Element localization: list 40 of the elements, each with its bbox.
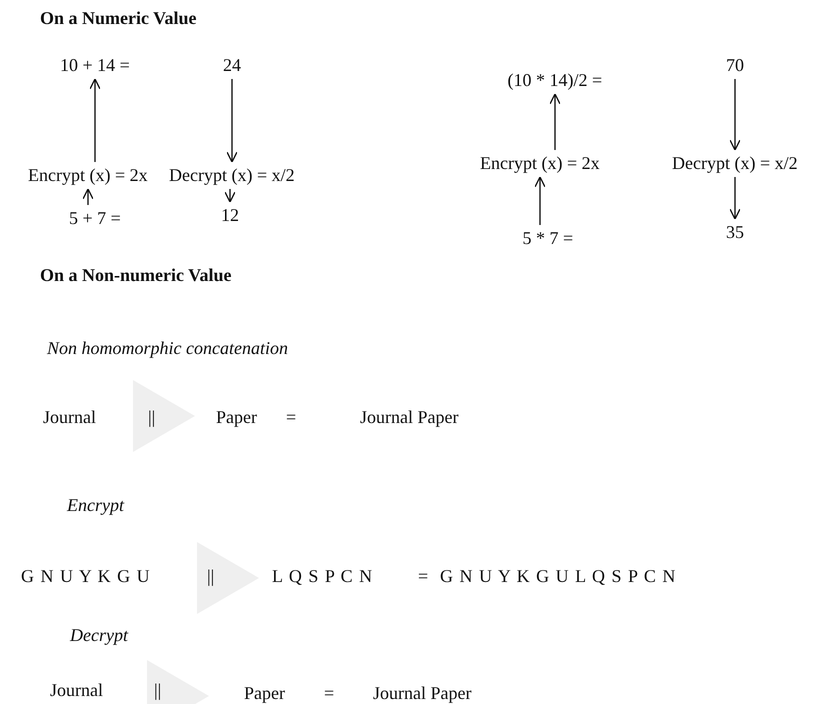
expression-text: 5 + 7 = [69, 208, 121, 229]
term-text: || [154, 680, 162, 701]
expression-text: Decrypt (x) = x/2 [169, 165, 295, 186]
caption-text: Decrypt [70, 625, 128, 646]
caption-text: Encrypt [67, 495, 124, 516]
term-text: Journal [43, 407, 96, 428]
cipher-text: G N U Y K G U [21, 566, 151, 587]
arrow [549, 93, 561, 150]
term-text: = [324, 683, 334, 704]
term-text: Paper [244, 683, 285, 704]
expression-text: 12 [221, 205, 239, 226]
arrow [729, 79, 741, 151]
expression-text: 35 [726, 222, 744, 243]
expression-text: 24 [223, 55, 241, 76]
arrow [534, 176, 546, 225]
expression-text: Encrypt (x) = 2x [480, 153, 600, 174]
expression-text: 5 * 7 = [522, 228, 574, 249]
caption-text: Non homomorphic concatenation [47, 338, 288, 359]
arrow [224, 189, 236, 203]
arrow [729, 177, 741, 220]
term-text: Journal Paper [360, 407, 458, 428]
term-text: = [286, 407, 296, 428]
expression-text: (10 * 14)/2 = [508, 70, 602, 91]
expression-text: Decrypt (x) = x/2 [672, 153, 798, 174]
section-heading: On a Numeric Value [40, 8, 197, 29]
expression-text: Encrypt (x) = 2x [28, 165, 148, 186]
cipher-text: L Q S P C N [272, 566, 374, 587]
term-text: Paper [216, 407, 257, 428]
section-heading: On a Non-numeric Value [40, 265, 232, 286]
cipher-text: G N U Y K G U L Q S P C N [440, 566, 676, 587]
expression-text: 10 + 14 = [60, 55, 130, 76]
expression-text: 70 [726, 55, 744, 76]
term-text: || [207, 566, 214, 587]
arrow [89, 78, 101, 162]
term-text: || [148, 407, 156, 428]
arrow [82, 188, 94, 205]
term-text: Journal Paper [373, 683, 472, 704]
term-text: Journal [50, 680, 103, 701]
term-text: = [418, 566, 428, 587]
arrow [226, 79, 238, 163]
